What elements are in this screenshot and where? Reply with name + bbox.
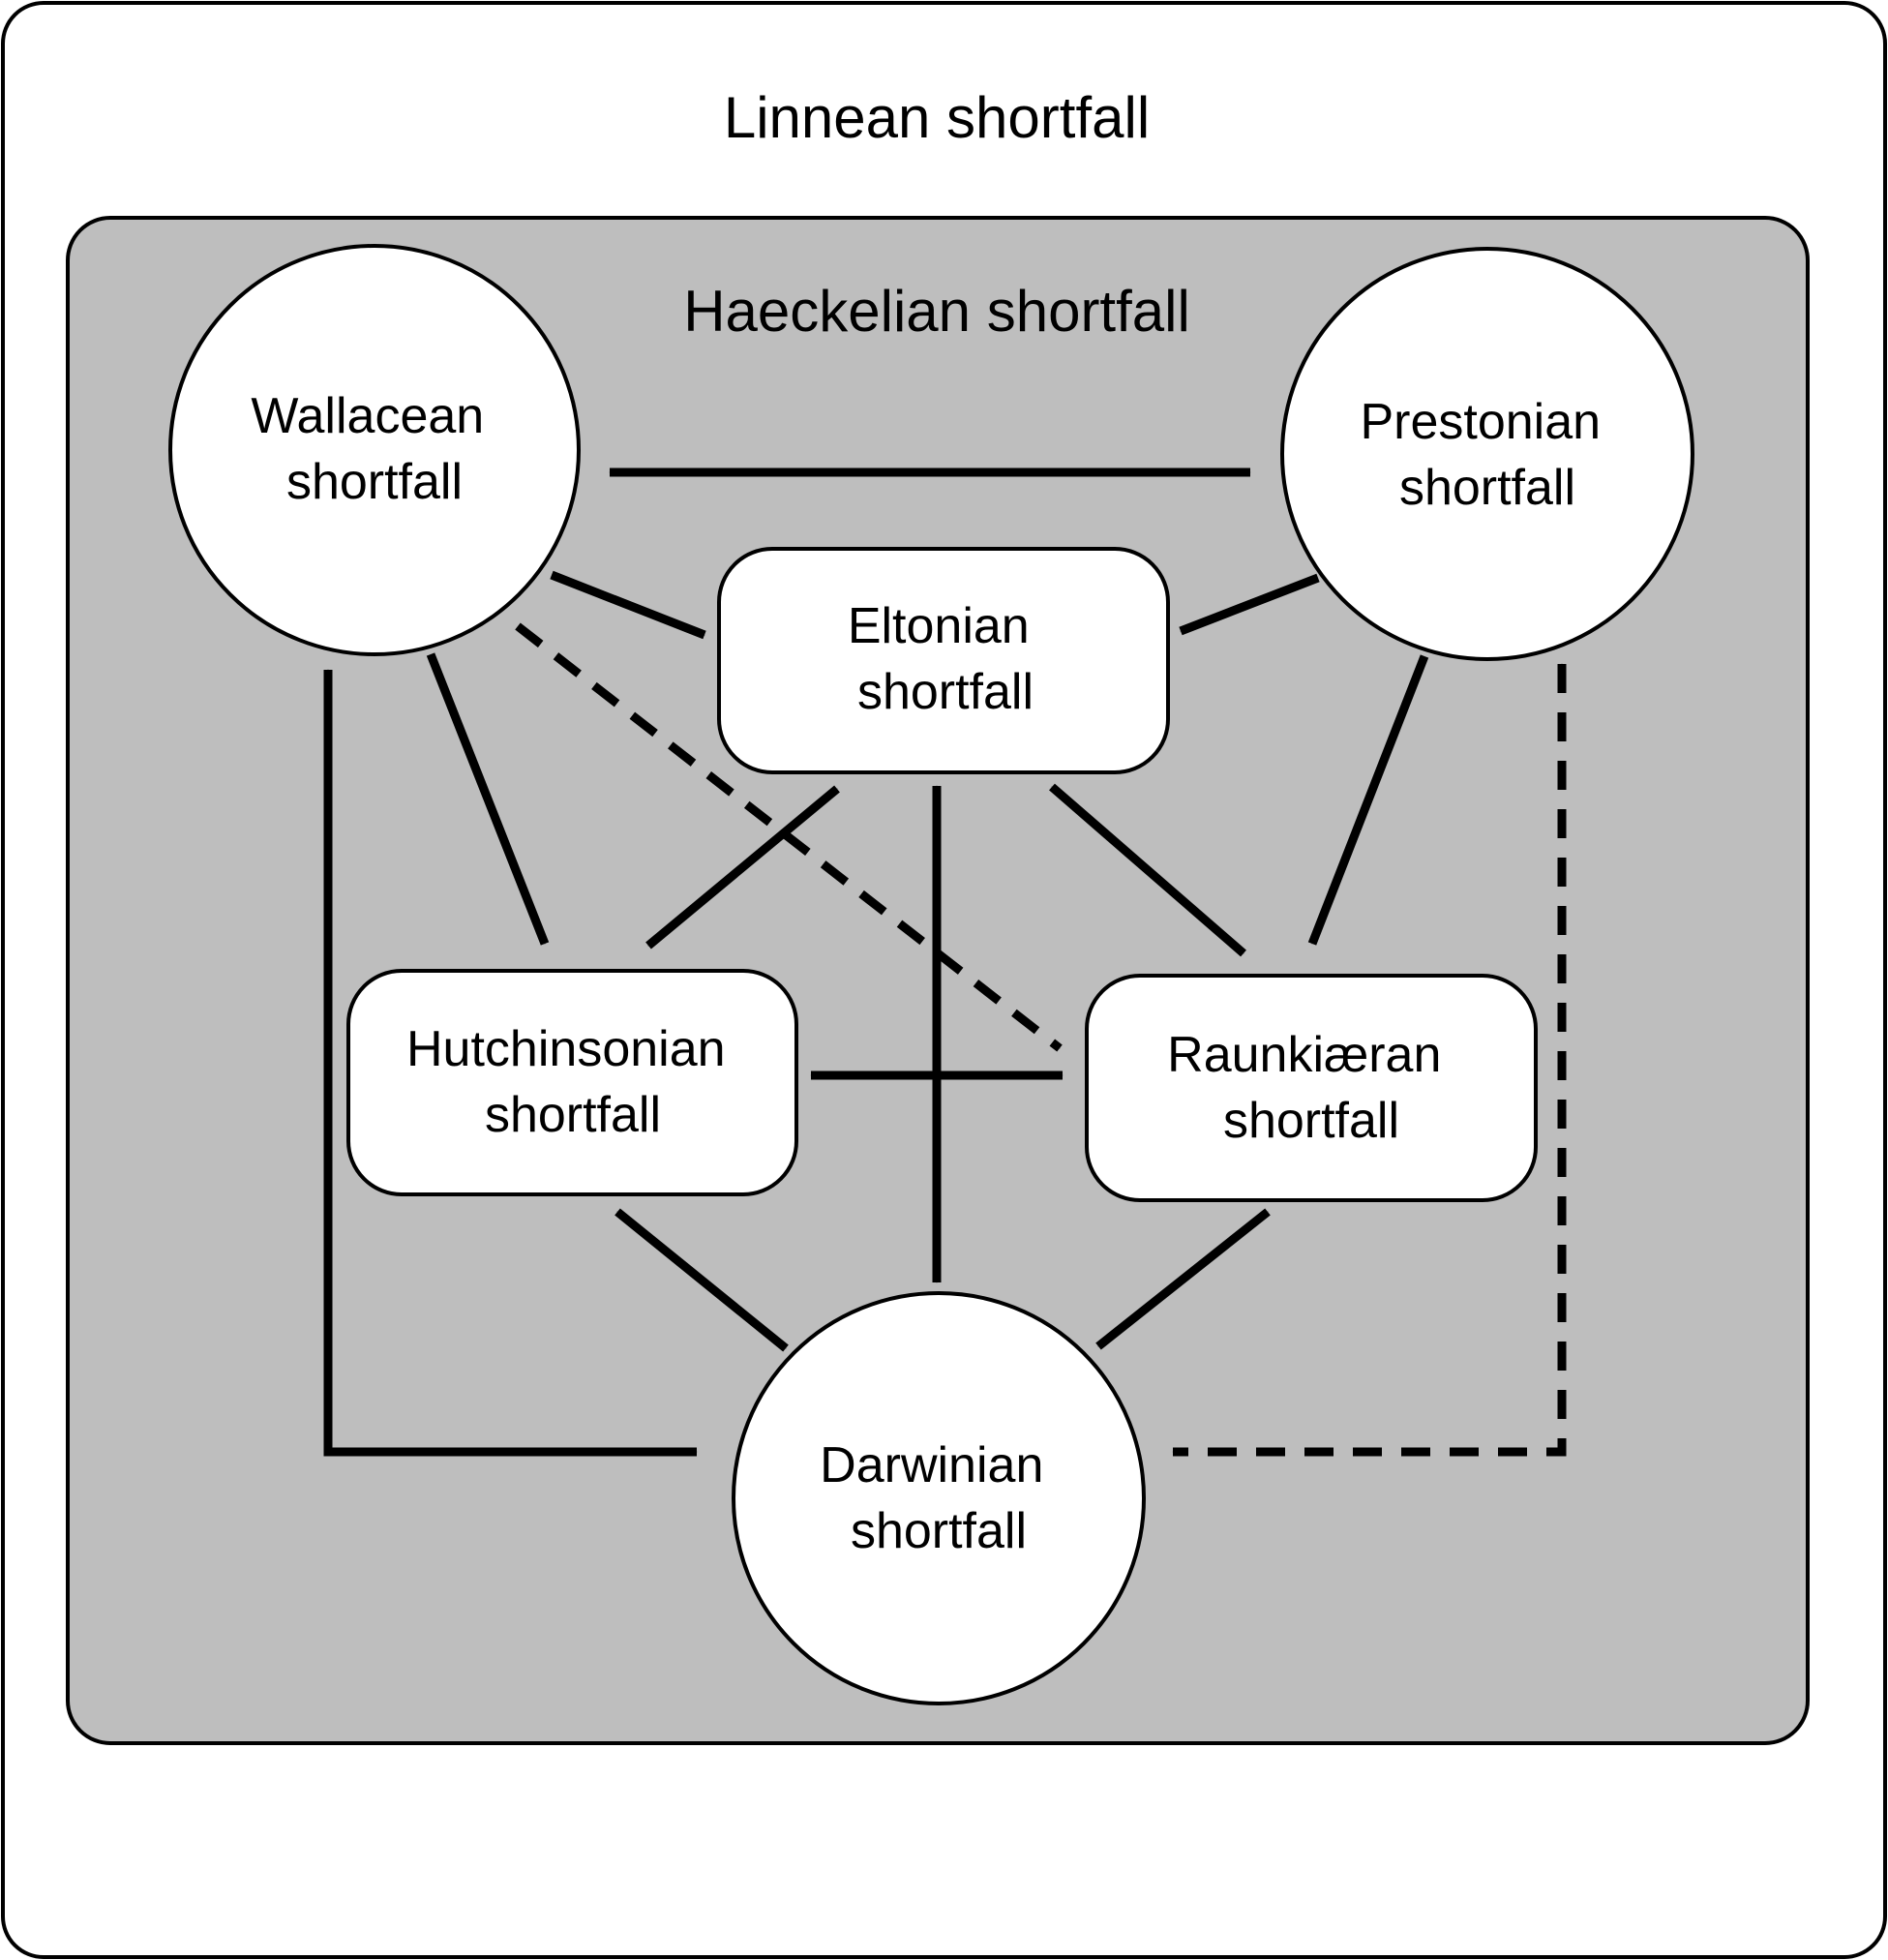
darwinian-line2: shortfall <box>851 1503 1027 1559</box>
linnean-shortfall-title: Linnean shortfall <box>724 85 1150 150</box>
edge-prestonian-darwinian <box>1172 663 1567 1457</box>
svg-text:Eltonian shortfall: Eltonian shortfall <box>848 598 1043 720</box>
svg-text:Hutchinsonian shortfall: Hutchinsonian shortfall <box>406 1021 739 1143</box>
prestonian-line2: shortfall <box>1399 460 1575 516</box>
node-darwinian: Darwinian shortfall <box>732 1291 1146 1705</box>
svg-text:Wallacean shortfall: Wallacean shortfall <box>251 388 497 510</box>
wallacean-line1: Wallacean <box>251 388 484 444</box>
eltonian-line1: Eltonian <box>848 598 1030 654</box>
edge-wallacean-darwinian <box>323 669 698 1457</box>
prestonian-line1: Prestonian <box>1360 394 1601 450</box>
node-prestonian: Prestonian shortfall <box>1280 247 1694 661</box>
svg-text:Darwinian shortfall: Darwinian shortfall <box>820 1437 1058 1559</box>
haeckelian-shortfall-title: Haeckelian shortfall <box>683 279 1190 344</box>
node-hutchinsonian: Hutchinsonian shortfall <box>346 969 798 1196</box>
edge-layer <box>323 467 1567 1457</box>
raunkiaeran-line2: shortfall <box>1223 1093 1399 1149</box>
svg-text:Raunkiæran shortfall: Raunkiæran shortfall <box>1167 1027 1455 1149</box>
node-eltonian: Eltonian shortfall <box>717 547 1170 774</box>
edge-wallacean-eltonian <box>550 570 706 640</box>
darwinian-line1: Darwinian <box>820 1437 1043 1493</box>
hutchinsonian-line2: shortfall <box>485 1087 661 1143</box>
wallacean-line2: shortfall <box>286 454 463 510</box>
edge-prestonian-eltonian <box>1179 573 1320 636</box>
node-raunkiaeran: Raunkiæran shortfall <box>1085 974 1538 1202</box>
svg-text:Prestonian shortfall: Prestonian shortfall <box>1360 394 1614 516</box>
hutchinsonian-line1: Hutchinsonian <box>406 1021 726 1077</box>
eltonian-line2: shortfall <box>857 664 1034 720</box>
raunkiaeran-line1: Raunkiæran <box>1167 1027 1441 1083</box>
node-wallacean: Wallacean shortfall <box>168 244 581 656</box>
